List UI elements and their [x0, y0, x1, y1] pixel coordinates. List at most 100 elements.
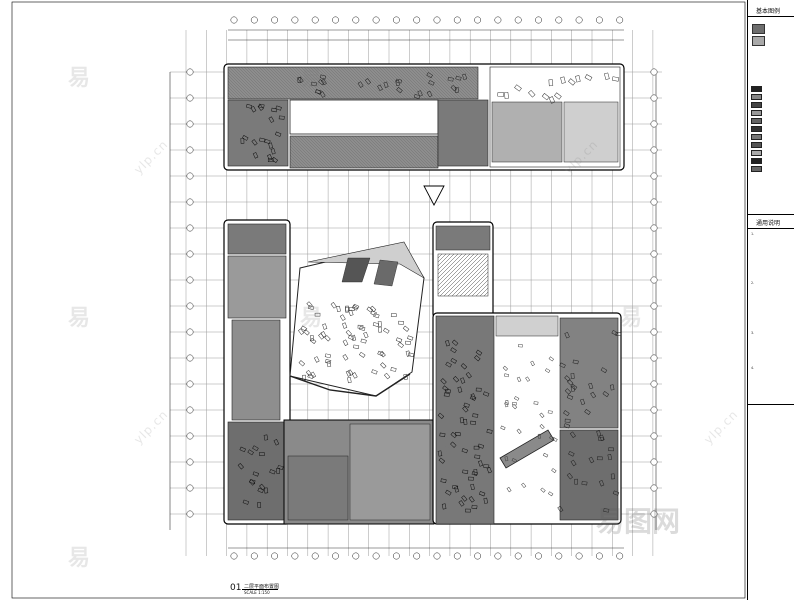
axis-bubble [616, 16, 624, 24]
furniture-mark [371, 369, 378, 375]
furniture-mark [537, 433, 542, 439]
furniture-mark [574, 478, 578, 485]
furniture-mark [563, 423, 571, 429]
legend-row [751, 126, 791, 132]
furniture-mark [570, 385, 575, 392]
furniture-mark [462, 469, 469, 474]
furniture-mark [438, 457, 446, 464]
furniture-mark [405, 350, 411, 357]
furniture-mark [457, 386, 463, 393]
furniture-marks [237, 72, 622, 513]
furniture-mark [345, 329, 352, 337]
furniture-mark [528, 89, 536, 98]
furniture-mark [270, 148, 276, 155]
furniture-mark [458, 500, 465, 507]
furniture-mark [377, 321, 382, 327]
furniture-mark [525, 376, 531, 382]
furniture-mark [511, 403, 518, 410]
furniture-mark [459, 417, 465, 424]
furniture-mark [249, 479, 256, 484]
furniture-mark [322, 323, 328, 330]
note-item: 2. [751, 281, 755, 286]
axis-bubble [555, 16, 563, 24]
furniture-mark [426, 72, 433, 79]
legend-panel: 基本图例 通用说明 1. 2. 3. 4. [747, 0, 795, 600]
furniture-mark [608, 447, 614, 452]
furniture-mark [320, 78, 327, 86]
axis-bubble [650, 510, 658, 518]
furniture-mark [277, 465, 284, 470]
furniture-mark [440, 378, 447, 385]
furniture-mark [454, 87, 459, 93]
caption-rule [242, 589, 278, 590]
furniture-mark [307, 305, 315, 311]
furniture-mark [506, 486, 512, 493]
furniture-mark [257, 487, 264, 494]
axis-bubble [230, 16, 238, 24]
furniture-mark [602, 391, 610, 398]
furniture-mark [609, 384, 615, 391]
furniture-mark [461, 448, 468, 454]
furniture-mark [544, 368, 551, 374]
furniture-mark [269, 469, 276, 475]
furniture-mark [445, 361, 452, 368]
legend-swatch-1 [752, 24, 765, 34]
furniture-mark [580, 398, 586, 406]
furniture-mark [474, 355, 481, 362]
axis-bubble [650, 484, 658, 492]
furniture-mark [564, 388, 572, 395]
axis-bubble [186, 510, 194, 518]
furniture-mark [460, 377, 466, 384]
furniture-mark [596, 456, 603, 461]
legend-mark [751, 102, 762, 108]
legend-mark [751, 158, 762, 164]
furniture-mark [542, 452, 549, 458]
note-item: 3. [751, 330, 755, 335]
axis-bubble [186, 250, 194, 258]
axis-bubble [650, 120, 658, 128]
furniture-mark [263, 434, 269, 441]
furniture-mark [252, 471, 260, 477]
axis-bubble [650, 172, 658, 180]
furniture-mark [268, 142, 273, 149]
furniture-mark [596, 430, 602, 437]
axis-bubble [650, 406, 658, 414]
furniture-mark [598, 480, 605, 487]
furniture-mark [566, 379, 574, 386]
furniture-mark [441, 503, 447, 510]
furniture-mark [360, 338, 367, 344]
furniture-mark [437, 412, 445, 419]
furniture-mark [584, 409, 591, 415]
furniture-mark [563, 410, 570, 417]
furniture-mark [472, 413, 479, 418]
furniture-mark [451, 339, 459, 346]
axis-bubble [311, 552, 319, 560]
furniture-mark [251, 139, 258, 146]
furniture-mark [342, 339, 349, 346]
furniture-mark [369, 305, 377, 313]
furniture-mark [310, 81, 317, 87]
furniture-mark [478, 460, 484, 467]
furniture-mark [324, 335, 331, 342]
axis-bubble [650, 458, 658, 466]
furniture-mark [513, 396, 520, 401]
furniture-mark [259, 483, 266, 491]
furniture-mark [383, 81, 389, 88]
axis-bubble [595, 552, 603, 560]
legend-mark [751, 110, 762, 116]
axis-bubble [453, 16, 461, 24]
furniture-mark [474, 454, 481, 459]
furniture-mark [258, 103, 265, 109]
floor-plan-drawing [11, 1, 746, 599]
furniture-mark [547, 410, 553, 414]
furniture-mark [357, 324, 364, 329]
legend-mark [751, 118, 762, 124]
furniture-mark [405, 340, 411, 345]
furniture-mark [569, 431, 576, 438]
furniture-mark [548, 356, 554, 362]
furniture-mark [450, 441, 457, 448]
axis-bubble [186, 172, 194, 180]
furniture-mark [319, 74, 327, 80]
legend-row [751, 166, 791, 172]
furniture-mark [396, 87, 403, 94]
